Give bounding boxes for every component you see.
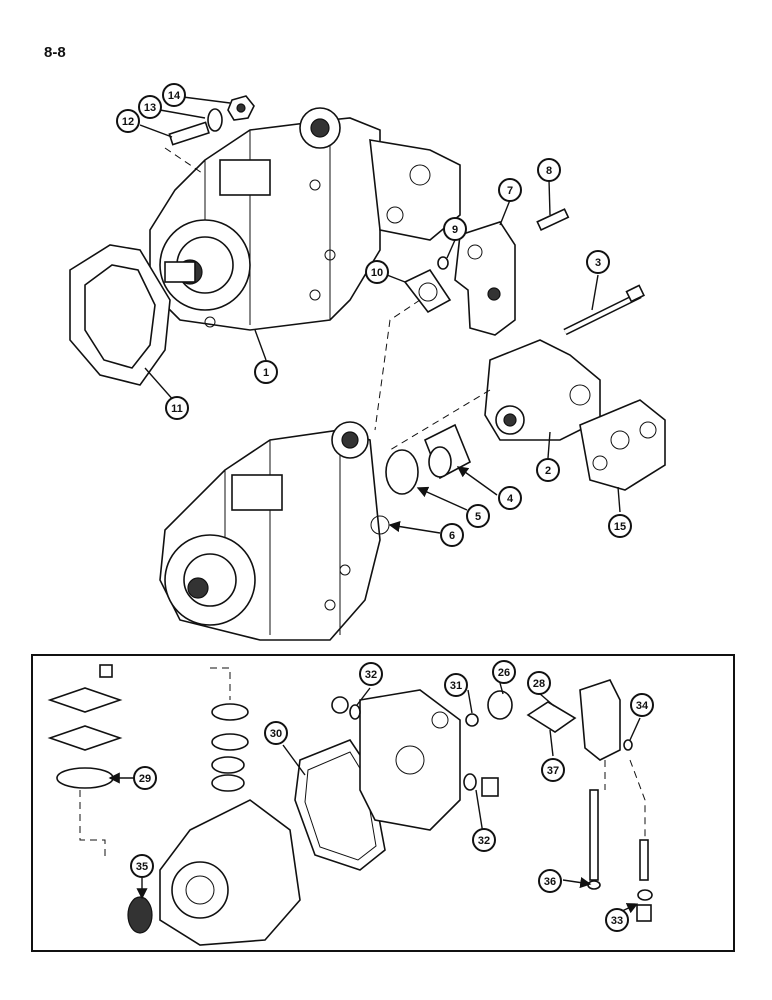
svg-text:14: 14 [168, 90, 181, 102]
callout-4: 4 [498, 486, 522, 510]
gasket-10 [403, 268, 452, 314]
svg-text:13: 13 [144, 102, 156, 114]
callout-8: 8 [537, 158, 561, 182]
page-number: 8-8 [44, 44, 66, 61]
callout-11: 11 [165, 396, 189, 420]
pump-assembly-6 [159, 421, 390, 641]
gasket-11 [69, 244, 171, 386]
svg-text:28: 28 [533, 678, 545, 690]
svg-text:10: 10 [371, 267, 383, 279]
callout-28: 28 [527, 671, 551, 695]
bolt-3 [563, 284, 645, 336]
callout-34: 34 [630, 693, 654, 717]
svg-text:2: 2 [545, 465, 551, 477]
svg-text:32: 32 [478, 835, 490, 847]
valve-7 [437, 208, 570, 336]
svg-text:11: 11 [171, 403, 183, 415]
svg-text:9: 9 [452, 224, 458, 236]
svg-text:36: 36 [544, 876, 556, 888]
callout-15: 15 [608, 514, 632, 538]
callout-6: 6 [440, 523, 464, 547]
svg-text:15: 15 [614, 521, 626, 533]
callout-13: 13 [138, 95, 162, 119]
svg-text:29: 29 [139, 773, 151, 785]
callout-9: 9 [443, 217, 467, 241]
svg-text:1: 1 [263, 367, 269, 379]
callout-29: 29 [133, 766, 157, 790]
svg-text:33: 33 [611, 915, 623, 927]
callout-5: 5 [466, 504, 490, 528]
callout-32-top: 32 [359, 662, 383, 686]
callout-12: 12 [116, 109, 140, 133]
callout-36: 36 [538, 869, 562, 893]
svg-text:37: 37 [547, 765, 559, 777]
gasket-37 [526, 701, 577, 733]
svg-text:30: 30 [270, 728, 282, 740]
inset-housing [159, 799, 301, 946]
seal-35 [127, 896, 153, 934]
svg-text:31: 31 [450, 680, 462, 692]
inset-frame [31, 654, 735, 952]
callout-33: 33 [605, 908, 629, 932]
callout-26: 26 [492, 660, 516, 684]
callout-14: 14 [162, 83, 186, 107]
callout-31: 31 [444, 673, 468, 697]
stud-washer-nut [164, 95, 255, 176]
svg-text:35: 35 [136, 861, 148, 873]
svg-text:6: 6 [449, 530, 455, 542]
callout-3: 3 [586, 250, 610, 274]
callout-37: 37 [541, 758, 565, 782]
svg-text:26: 26 [498, 667, 510, 679]
charge-pump-2 [484, 339, 601, 441]
svg-text:4: 4 [507, 493, 514, 505]
svg-text:8: 8 [546, 165, 552, 177]
inset-valve-parts [579, 679, 653, 922]
inset-side-plug [463, 773, 499, 797]
inset-cover-gaskets [47, 664, 123, 860]
o-ring-5 [385, 449, 419, 495]
callout-1: 1 [254, 360, 278, 384]
callout-10: 10 [365, 260, 389, 284]
main-pump-assembly [149, 107, 461, 331]
svg-text:34: 34 [636, 700, 649, 712]
inset-end-plate [331, 689, 513, 831]
svg-text:3: 3 [595, 257, 601, 269]
inset-bearing-stack [210, 667, 249, 792]
callout-30: 30 [264, 721, 288, 745]
callout-32-bottom: 32 [472, 828, 496, 852]
callout-35: 35 [130, 854, 154, 878]
valve-block-15 [579, 399, 666, 491]
svg-text:5: 5 [475, 511, 481, 523]
callout-2: 2 [536, 458, 560, 482]
svg-text:7: 7 [507, 185, 513, 197]
svg-text:32: 32 [365, 669, 377, 681]
callout-7: 7 [498, 178, 522, 202]
coupling-4 [423, 423, 472, 480]
svg-text:12: 12 [122, 116, 134, 128]
